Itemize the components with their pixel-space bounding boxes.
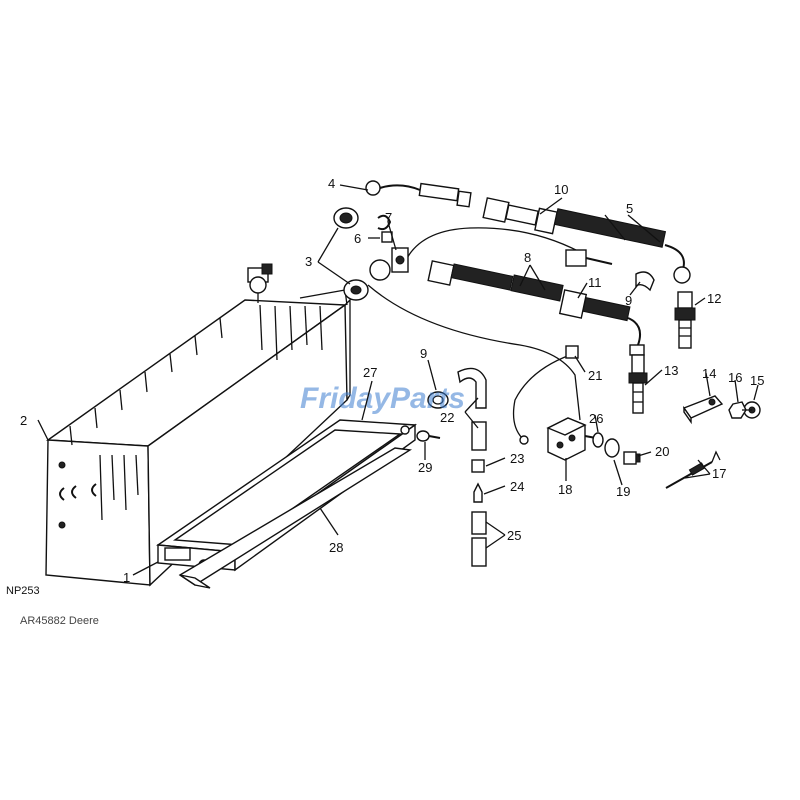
callout-29: 29 (418, 460, 432, 475)
callout-19: 19 (616, 484, 630, 499)
fitting-3 (333, 207, 369, 301)
callout-5: 5 (626, 201, 633, 216)
hose-22 (457, 367, 487, 409)
callout-25: 25 (507, 528, 521, 543)
callout-10: 10 (554, 182, 568, 197)
clamp-9-upper (635, 271, 655, 292)
fitting-13 (628, 354, 648, 414)
callout-7: 7 (385, 210, 392, 225)
callout-1: 1 (123, 570, 130, 585)
callout-12: 12 (707, 291, 721, 306)
wire-harness (367, 227, 581, 445)
reference-text: AR45882 Deere (20, 615, 99, 627)
valve-7 (369, 247, 409, 281)
switch-14 (682, 395, 724, 425)
nut-16 (728, 401, 752, 419)
valve-18 (546, 417, 597, 461)
callout-2: 2 (20, 413, 27, 428)
callout-9-lower: 9 (420, 346, 427, 361)
callout-24: 24 (510, 479, 524, 494)
plug-20 (623, 451, 641, 465)
callout-20: 20 (655, 444, 669, 459)
washer-26 (592, 432, 604, 448)
fitting-23 (471, 459, 485, 473)
callout-28: 28 (329, 540, 343, 555)
watermark: FridayParts (300, 382, 465, 415)
connector-11 (565, 249, 613, 267)
connector-21 (565, 345, 579, 359)
callout-27: 27 (363, 365, 377, 380)
fitting-24 (473, 482, 483, 503)
callout-23: 23 (510, 451, 524, 466)
strap (178, 447, 413, 589)
callout-6: 6 (354, 231, 361, 246)
callout-11: 11 (588, 275, 602, 290)
callout-17: 17 (712, 466, 726, 481)
callout-26: 26 (589, 411, 603, 426)
tube-25 (471, 511, 487, 567)
callout-18: 18 (558, 482, 572, 497)
callout-13: 13 (664, 363, 678, 378)
tube-22-lower (471, 421, 487, 451)
hose-11 (427, 260, 645, 356)
callout-9-upper: 9 (625, 293, 632, 308)
hose-4 (365, 180, 472, 208)
screw-29 (416, 430, 441, 442)
callout-22: 22 (440, 410, 454, 425)
callout-3: 3 (305, 254, 312, 269)
fitting-12 (674, 291, 696, 349)
callout-labels: 4 5 10 3 6 7 8 11 9 12 13 14 15 16 17 18… (20, 176, 764, 585)
callout-14: 14 (702, 366, 716, 381)
callout-8: 8 (524, 250, 531, 265)
callout-4: 4 (328, 176, 335, 191)
condenser-core (45, 263, 351, 587)
hose-10 (482, 197, 691, 284)
leader-lines (37, 184, 759, 576)
callout-21: 21 (588, 368, 602, 383)
drawing-code: NP253 (6, 585, 40, 597)
clamp-9-lower (427, 391, 449, 409)
o-ring-19 (604, 438, 620, 458)
callout-16: 16 (728, 370, 742, 385)
callout-15: 15 (750, 373, 764, 388)
probe-17 (665, 450, 721, 489)
